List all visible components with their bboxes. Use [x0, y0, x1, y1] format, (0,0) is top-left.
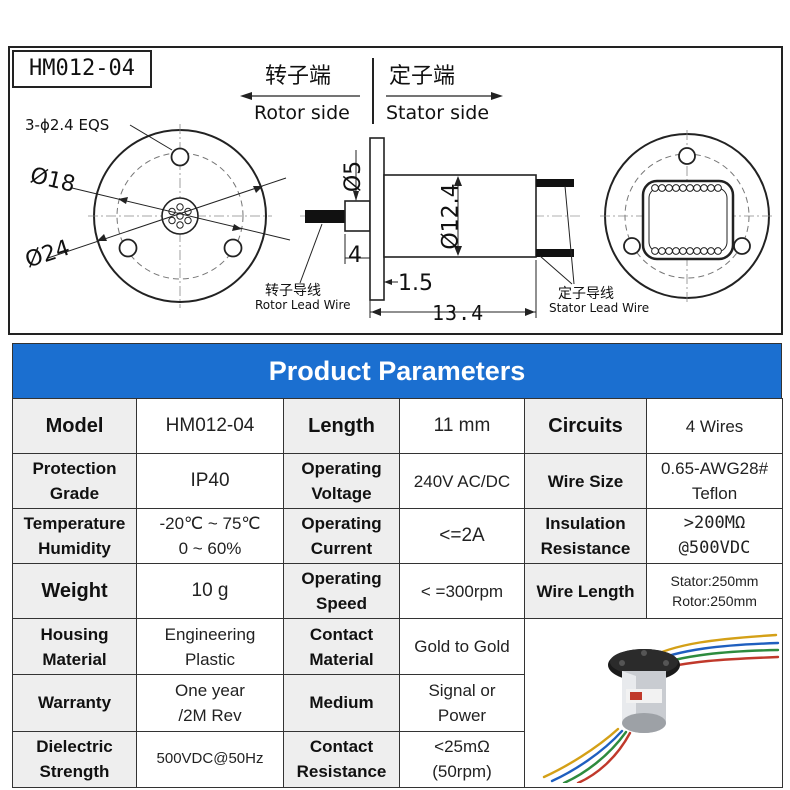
param-value: >200MΩ@500VDC — [646, 508, 783, 564]
dia18-leader — [71, 187, 291, 241]
wire-coil-bottom — [651, 247, 722, 255]
stator-body — [383, 174, 537, 258]
drawing-frame — [8, 46, 783, 335]
param-value: 500VDC@50Hz — [136, 730, 284, 789]
rotor-shaft — [344, 200, 371, 232]
stator-wire-cn: 定子导线 — [558, 286, 614, 302]
slip-ring-photo — [542, 633, 779, 785]
param-key: Model — [12, 398, 137, 454]
flange-side — [369, 137, 385, 301]
holes-leader — [129, 124, 173, 151]
product-parameters: Product Parameters Model HM012-04 Length… — [12, 343, 783, 789]
stator-arrowhead — [491, 92, 503, 100]
left-hole-top — [170, 147, 190, 167]
stator-side-en: Stator side — [386, 102, 490, 124]
dia-12-4-label: Ø12.4 — [438, 183, 464, 250]
wire-coil-top — [651, 184, 722, 192]
table-row: Model HM012-04 Length 11 mm Circuits 4 W… — [12, 398, 783, 454]
param-key: Length — [283, 398, 400, 454]
dim-4-label: 4 — [348, 243, 362, 268]
rotor-wire-cn: 转子导线 — [265, 283, 321, 299]
rotor-arrowhead — [240, 92, 252, 100]
param-value: HM012-04 — [136, 398, 284, 454]
right-hole-right — [733, 237, 751, 255]
table-row: Warranty One year/2M Rev Medium Signal o… — [12, 674, 783, 732]
param-value: One year/2M Rev — [136, 674, 284, 732]
param-value: 11 mm — [399, 398, 525, 454]
stator-wire-leader-1 — [564, 185, 575, 285]
param-value: <25mΩ(50rpm) — [399, 730, 525, 789]
param-value: IP40 — [136, 453, 284, 509]
param-value: < =300rpm — [399, 563, 525, 619]
rotor-wire-leader — [299, 223, 323, 284]
right-hole-left — [623, 237, 641, 255]
dia-5-label: Ø5 — [341, 160, 367, 193]
stator-wire-leader-2 — [539, 255, 573, 285]
rotor-wire-stub — [305, 210, 345, 223]
left-hole-br — [223, 238, 243, 258]
rotor-side-cn: 转子端 — [265, 64, 332, 89]
parameters-table: Model HM012-04 Length 11 mm Circuits 4 W… — [12, 398, 783, 789]
dim-13-4-label: 13.4 — [432, 301, 485, 325]
param-value: Gold to Gold — [399, 617, 525, 676]
drawing-svg — [8, 46, 783, 335]
holes-label: 3-ϕ2.4 EQS — [25, 116, 110, 134]
right-hole-top — [678, 147, 696, 165]
param-value: 4 Wires — [646, 398, 783, 454]
stator-side-cn: 定子端 — [389, 64, 456, 89]
dia24-leader — [47, 177, 287, 259]
left-flange-pcd — [116, 152, 244, 280]
param-value: 0.65-AWG28#Teflon — [646, 453, 783, 509]
param-value: 240V AC/DC — [399, 453, 525, 509]
model-label: HM012-04 — [12, 50, 152, 88]
param-value: <=2A — [399, 508, 525, 564]
right-body-square — [641, 179, 735, 261]
dim-1-5-label: 1.5 — [398, 271, 433, 296]
param-key: Wire Size — [524, 453, 647, 509]
left-hole-bl — [118, 238, 138, 258]
param-key: Medium — [283, 674, 400, 732]
param-key: Warranty — [12, 674, 137, 732]
stator-wire-en: Stator Lead Wire — [549, 301, 650, 315]
stator-wire-bottom — [536, 249, 574, 257]
rotor-side-en: Rotor side — [254, 102, 350, 124]
product-photo-cell — [524, 618, 783, 788]
technical-drawing: HM012-04 转子端 Rotor side 定子端 Stator side … — [0, 0, 790, 340]
stator-wire-top — [536, 179, 574, 187]
rotor-wire-en: Rotor Lead Wire — [255, 298, 351, 312]
param-value: 10 g — [136, 563, 284, 619]
param-key: Wire Length — [524, 563, 647, 619]
table-title: Product Parameters — [12, 343, 782, 398]
param-key: Circuits — [524, 398, 647, 454]
param-key: Weight — [12, 563, 137, 619]
